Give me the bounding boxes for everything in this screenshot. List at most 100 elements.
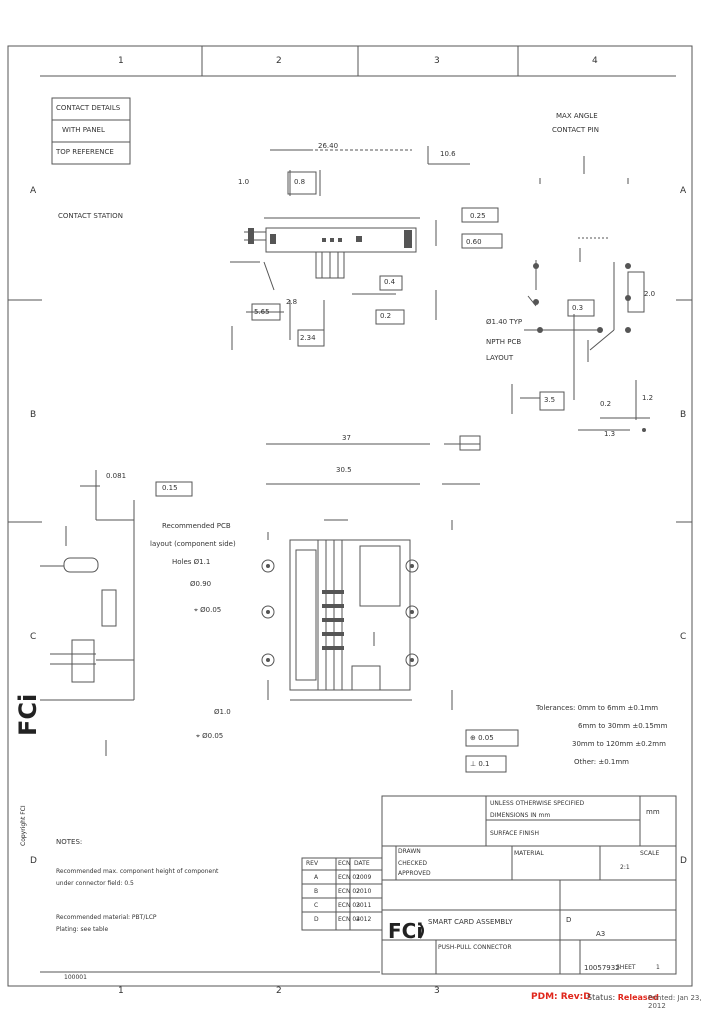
notes-footer: 100001 — [64, 974, 87, 981]
recommend-1: Recommended PCB — [162, 522, 231, 530]
column-label-2-bottom: 2 — [276, 986, 282, 996]
rev-header-rev: REV — [306, 860, 319, 867]
bottom-hole-1: Ø1.0 — [214, 708, 231, 716]
rev-row-1-rev: A — [314, 874, 319, 881]
dim-pin-a: 0.3 — [572, 304, 584, 312]
tolerance-line-2: 6mm to 30mm ±0.15mm — [578, 722, 668, 730]
recommend-3: Holes Ø1.1 — [172, 558, 211, 566]
left-note: CONTACT STATION — [58, 212, 123, 220]
copyright-text: Copyright FCI — [20, 805, 27, 846]
bottom-hole-2: ⌖ Ø0.05 — [196, 732, 224, 740]
rev-row-1-ecn: ECN 01 — [338, 874, 361, 881]
tb-title: SMART CARD ASSEMBLY — [428, 918, 513, 926]
tolerance-line-3: 30mm to 120mm ±0.2mm — [572, 740, 666, 748]
tb-scale-value: 2:1 — [620, 864, 630, 871]
tolerance-line-4: Other: ±0.1mm — [574, 758, 629, 766]
tb-note-1: UNLESS OTHERWISE SPECIFIED — [490, 800, 585, 807]
rev-row-4-date: 2012 — [356, 916, 372, 923]
rev-row-2-rev: B — [314, 888, 319, 895]
dim-side-b: 2.8 — [286, 298, 298, 306]
fci-side-logo-icon: FCi — [14, 693, 42, 736]
dim-pad-a: 0.2 — [600, 400, 612, 408]
row-label-d-right: D — [680, 856, 687, 866]
rev-row-4-ecn: ECN 04 — [338, 916, 361, 923]
row-label-c-right: C — [680, 632, 687, 642]
row-label-c: C — [30, 632, 37, 642]
dim-pad-b: 1.2 — [642, 394, 654, 402]
dim-side-c: 2.34 — [300, 334, 316, 342]
tb-note-2: DIMENSIONS IN mm — [490, 812, 551, 819]
right-note-2: CONTACT PIN — [552, 126, 599, 134]
column-label-1: 1 — [118, 56, 124, 66]
dim-bottom-w1: 37 — [342, 434, 351, 442]
tolerance-box-1: ⊕ 0.05 — [470, 734, 494, 742]
status-prefix: Status: — [587, 993, 616, 1002]
row-label-a: A — [30, 186, 37, 196]
row-label-a-right: A — [680, 186, 687, 196]
dim-right-b: 0.60 — [466, 238, 482, 246]
dim-side-e: 0.2 — [380, 312, 392, 320]
tb-approved-label: APPROVED — [398, 870, 431, 877]
tb-checked-label: CHECKED — [398, 860, 428, 867]
header-note-3: TOP REFERENCE — [56, 148, 114, 156]
column-label-1-bottom: 1 — [118, 986, 124, 996]
row-label-b-right: B — [680, 410, 687, 420]
rev-row-2-date: 2010 — [356, 888, 372, 895]
rev-header-ecn: ECN — [338, 860, 351, 867]
dim-top-center2: 0.8 — [294, 178, 306, 186]
tolerance-line-1: Tolerances: 0mm to 6mm ±0.1mm — [536, 704, 659, 712]
dim-top-left-box: 0.15 — [162, 484, 178, 492]
rev-row-3-rev: C — [314, 902, 319, 909]
recommend-4: Ø0.90 — [190, 580, 212, 588]
row-label-b: B — [30, 410, 37, 420]
recommend-5: ⌖ Ø0.05 — [194, 606, 222, 614]
status-line: Status: Released — [587, 993, 659, 1002]
recommend-2: layout (component side) — [150, 540, 236, 548]
dim-side-f: 1.0 — [238, 178, 250, 186]
tb-note-3: SURFACE FINISH — [490, 830, 539, 837]
hole-note-2: NPTH PCB — [486, 338, 522, 346]
tolerance-box-2: ⊥ 0.1 — [470, 760, 490, 768]
tb-sheet-label: SHEET — [616, 964, 636, 971]
notes-line-3: Recommended material: PBT/LCP — [56, 914, 157, 921]
dim-side-a: 5.65 — [254, 308, 270, 316]
fci-logo-icon: FCi — [388, 919, 424, 943]
column-label-4: 4 — [592, 56, 598, 66]
dim-pin-b: 2.0 — [644, 290, 656, 298]
header-note-1: CONTACT DETAILS — [56, 104, 121, 112]
pdm-revision: PDM: Rev:D — [531, 992, 591, 1002]
rev-row-3-date: 2011 — [356, 902, 372, 909]
hole-note-3: LAYOUT — [486, 354, 514, 362]
tb-size: A3 — [596, 930, 606, 938]
tb-subtitle: PUSH-PULL CONNECTOR — [438, 944, 512, 951]
dim-bottom-w2: 30.5 — [336, 466, 352, 474]
notes-title: NOTES: — [56, 838, 83, 846]
dim-right-a: 0.25 — [470, 212, 486, 220]
notes-line-1: Recommended max. component height of com… — [56, 868, 219, 875]
tb-material-label: MATERIAL — [514, 850, 544, 857]
dim-side-d: 0.4 — [384, 278, 396, 286]
dim-top-left: 0.081 — [106, 472, 127, 480]
notes-line-4: Plating: see table — [56, 926, 109, 933]
rev-header-date: DATE — [354, 860, 370, 867]
dim-detail-v: 3.5 — [544, 396, 556, 404]
tb-drawn-label: DRAWN — [398, 848, 421, 855]
hole-note-1: Ø1.40 TYP — [486, 318, 523, 326]
rev-row-4-rev: D — [314, 916, 319, 923]
rev-row-3-ecn: ECN 03 — [338, 902, 361, 909]
dim-top-center: 26.40 — [318, 142, 339, 150]
right-note-1: MAX ANGLE — [556, 112, 598, 120]
row-label-d: D — [30, 856, 37, 866]
tb-scale-label: SCALE — [640, 850, 660, 857]
dim-right-h: 1.3 — [604, 430, 616, 438]
printed-date: Printed: Jan 23, 2012 — [648, 994, 702, 1010]
column-label-3: 3 — [434, 56, 440, 66]
svg-text:FCi: FCi — [388, 919, 423, 943]
column-label-3-bottom: 3 — [434, 986, 440, 996]
column-label-2: 2 — [276, 56, 282, 66]
notes-line-2: under connector field: 0.5 — [56, 880, 134, 887]
header-note-2: WITH PANEL — [62, 126, 105, 134]
tb-doc-number: 10057932 — [584, 964, 620, 972]
